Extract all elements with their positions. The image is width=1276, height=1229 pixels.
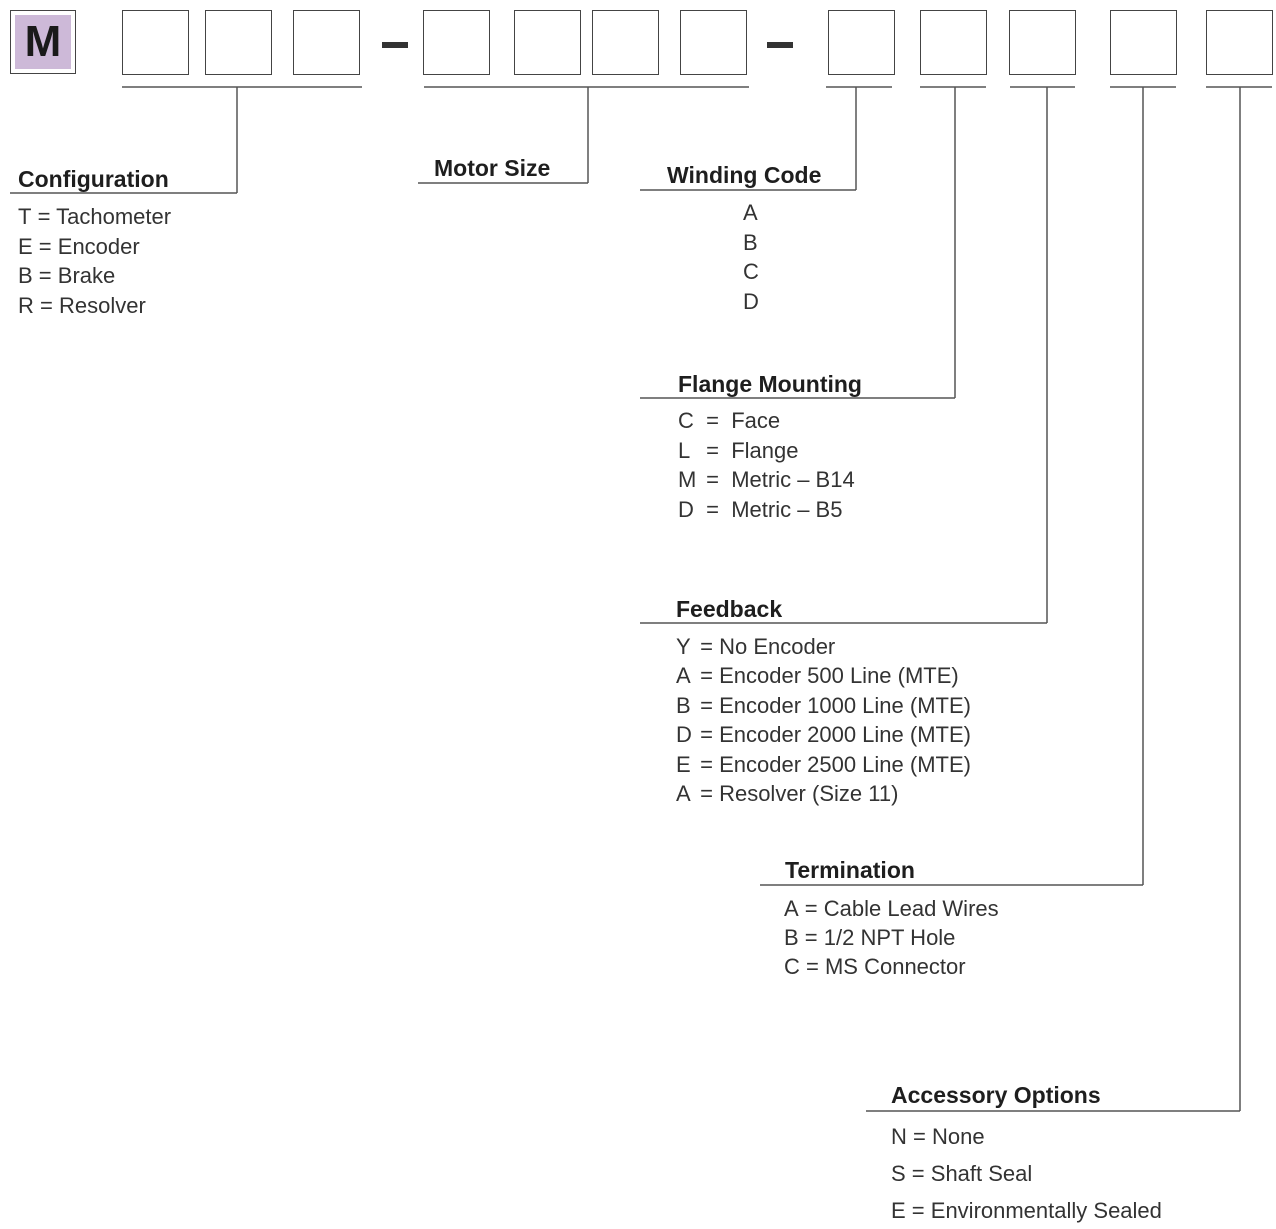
motor-size-title: Motor Size [434, 155, 551, 181]
configuration-box-3 [293, 10, 360, 75]
list-item: B = 1/2 NPT Hole [784, 925, 956, 950]
list-item: A = Cable Lead Wires [784, 896, 999, 921]
motor-size-box-3 [592, 10, 659, 75]
feedback-box [1009, 10, 1076, 75]
accessory-options-title: Accessory Options [891, 1082, 1101, 1108]
configuration-box-2 [205, 10, 272, 75]
list-item: D [743, 288, 759, 314]
accessory-options-box [1206, 10, 1273, 75]
list-item: E = Encoder [18, 233, 140, 259]
prefix-box: M [10, 10, 76, 74]
winding-code-box [828, 10, 895, 75]
winding-code-title: Winding Code [667, 162, 822, 188]
list-item: M = Metric – B14 [678, 467, 855, 492]
list-item: T = Tachometer [18, 204, 172, 229]
motor-size-box-4 [680, 10, 747, 75]
separator-dash-1 [382, 42, 408, 48]
list-item: C [743, 259, 759, 284]
termination-title: Termination [785, 857, 915, 883]
list-item: C = MS Connector [784, 954, 966, 979]
list-item: B = Encoder 1000 Line (MTE) [676, 692, 971, 718]
configuration-box-1 [122, 10, 189, 75]
list-item: S = Shaft Seal [891, 1161, 1033, 1186]
motor-size-box-2 [514, 10, 581, 75]
flange-mounting-list: C = Face L = Flange M = Metric – B14 D =… [678, 406, 855, 524]
list-item: E = Environmentally Sealed [891, 1198, 1162, 1223]
feedback-list: Y = No Encoder A = Encoder 500 Line (MTE… [676, 632, 971, 808]
separator-dash-2 [767, 42, 793, 48]
list-item: C = Face [678, 408, 781, 433]
feedback-title: Feedback [676, 596, 783, 622]
list-item: A = Resolver (Size 11) [676, 781, 899, 807]
list-item: L = Flange [678, 437, 799, 463]
configuration-list: T = Tachometer E = Encoder B = Brake R =… [18, 202, 171, 320]
accessory-options-list: N = None S = Shaft Seal E = Environmenta… [891, 1118, 1162, 1229]
list-item: B = Brake [18, 263, 116, 288]
list-item: A [743, 200, 758, 225]
flange-mounting-title: Flange Mounting [678, 371, 862, 397]
termination-box [1110, 10, 1177, 75]
list-item: D = Encoder 2000 Line (MTE) [676, 722, 971, 748]
motor-size-box-1 [423, 10, 490, 75]
flange-mounting-box [920, 10, 987, 75]
list-item: E = Encoder 2500 Line (MTE) [676, 751, 971, 777]
list-item: N = None [891, 1124, 985, 1149]
configuration-title: Configuration [18, 166, 169, 192]
winding-code-list: A B C D [743, 198, 759, 316]
list-item: B [743, 229, 758, 255]
list-item: Y = No Encoder [676, 634, 836, 659]
termination-list: A = Cable Lead Wires B = 1/2 NPT Hole C … [784, 894, 999, 981]
prefix-letter: M [15, 15, 71, 69]
list-item: R = Resolver [18, 292, 146, 318]
list-item: A = Encoder 500 Line (MTE) [676, 663, 959, 689]
list-item: D = Metric – B5 [678, 496, 843, 522]
